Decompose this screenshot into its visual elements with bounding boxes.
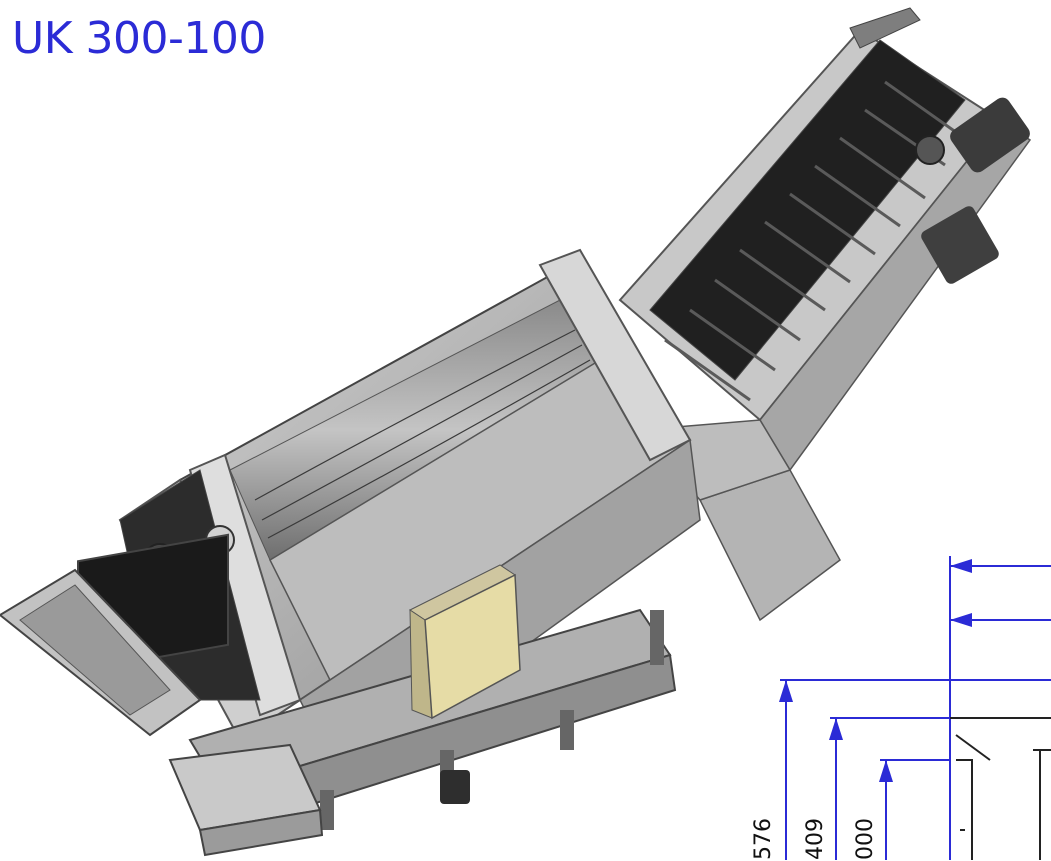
drawing-title: UK 300-100 <box>12 13 266 64</box>
drawing-outline <box>950 717 1051 860</box>
dimension-label-000: 000 <box>853 818 878 860</box>
drive-motor <box>915 97 1030 284</box>
inlet-trough <box>0 568 202 737</box>
dimension-label-409: 409 <box>803 818 828 860</box>
inclined-conveyor <box>618 7 1032 622</box>
dimension-label-576: 576 <box>751 818 776 860</box>
control-cabinet <box>409 564 521 720</box>
dimension-drawing <box>779 556 1051 860</box>
